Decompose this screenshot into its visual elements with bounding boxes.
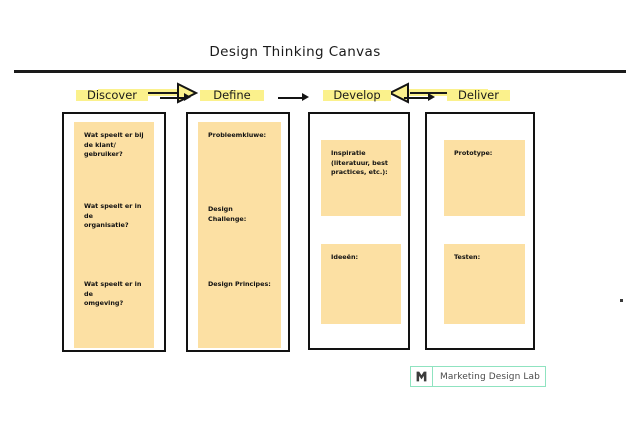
note-deliver-1[interactable]: Prototype: bbox=[444, 140, 525, 216]
phase-arrow-head-icon-3 bbox=[428, 93, 435, 101]
phase-label-discover: Discover bbox=[86, 88, 137, 102]
stray-ink-dot bbox=[620, 299, 623, 302]
phase-arrow-head-icon-1 bbox=[184, 93, 191, 101]
note-discover-3[interactable]: Wat speelt er in de omgeving? bbox=[74, 271, 154, 348]
note-define-2[interactable]: Design Challenge: bbox=[198, 196, 281, 271]
note-discover-1[interactable]: Wat speelt er bij de klant/ gebruiker? bbox=[74, 122, 154, 193]
column-discover[interactable]: Wat speelt er bij de klant/ gebruiker? W… bbox=[62, 112, 166, 352]
phase-arrow-head-icon-2 bbox=[302, 93, 309, 101]
phase-highlight-discover bbox=[76, 90, 148, 101]
title-left-pointing-arrow-icon bbox=[388, 82, 409, 104]
note-define-1[interactable]: Probleemkluwe: bbox=[198, 122, 281, 196]
phase-label-define: Define bbox=[213, 88, 251, 102]
phase-arrow-shaft-1 bbox=[160, 97, 186, 99]
note-develop-2[interactable]: Ideeën: bbox=[321, 244, 401, 324]
note-define-3[interactable]: Design Principes: bbox=[198, 271, 281, 348]
column-define[interactable]: Probleemkluwe: Design Challenge: Design … bbox=[186, 112, 290, 352]
note-deliver-2[interactable]: Testen: bbox=[444, 244, 525, 324]
note-discover-2[interactable]: Wat speelt er in de organisatie? bbox=[74, 193, 154, 271]
brand-name: Marketing Design Lab bbox=[440, 371, 540, 382]
note-develop-1[interactable]: Inspiratie (literatuur, best practices, … bbox=[321, 140, 401, 216]
phase-arrow-shaft-2 bbox=[278, 97, 304, 99]
column-deliver[interactable]: Prototype: Testen: bbox=[425, 112, 535, 350]
brand-badge[interactable]: Marketing Design Lab bbox=[410, 366, 546, 387]
marketing-design-lab-logo-icon bbox=[411, 367, 433, 386]
phase-label-develop: Develop bbox=[333, 88, 381, 102]
page-title: Design Thinking Canvas bbox=[209, 44, 381, 60]
phase-label-deliver: Deliver bbox=[458, 88, 499, 102]
column-develop[interactable]: Inspiratie (literatuur, best practices, … bbox=[308, 112, 410, 350]
header-divider bbox=[14, 70, 626, 73]
phase-highlight-define bbox=[200, 90, 264, 101]
phase-highlight-deliver bbox=[447, 90, 510, 101]
phase-arrow-shaft-3 bbox=[404, 97, 430, 99]
phase-highlight-develop bbox=[323, 90, 391, 101]
